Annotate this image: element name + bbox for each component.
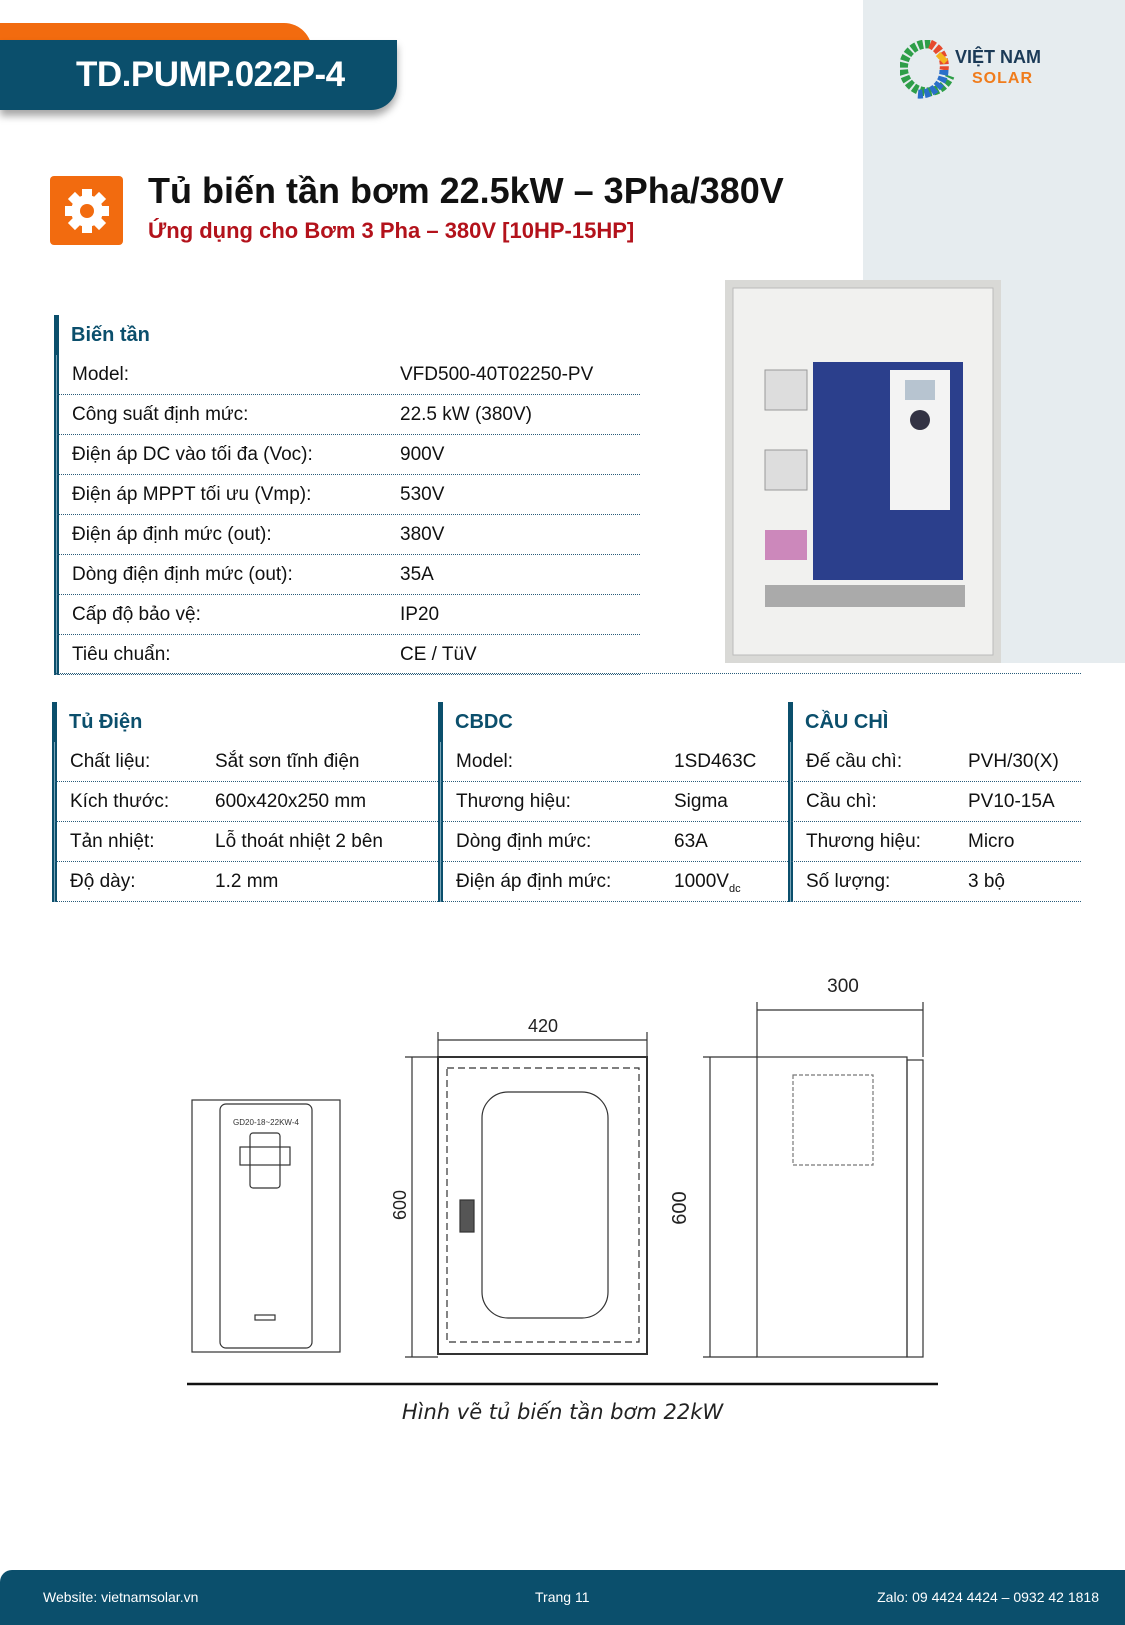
footer-page-number: Trang 11: [535, 1589, 590, 1605]
row-label: Công suất định mức:: [72, 404, 249, 425]
dim-height-front: 600: [390, 1190, 410, 1220]
row-label: Độ dày:: [70, 871, 136, 892]
row-label: Cấp độ bảo vệ:: [72, 604, 201, 625]
logo: VIỆT NAM SOLAR: [898, 39, 1080, 100]
row-value: PVH/30(X): [968, 751, 1059, 772]
section-bien-tan: Biến tần Model: VFD500-40T02250-PV Công su…: [54, 315, 640, 675]
table-row: Tản nhiệt: Lỗ thoát nhiệt 2 bên: [55, 822, 440, 862]
technical-drawing: GD20-18~22KW-4 420 600 300 600: [187, 976, 938, 1386]
row-label: Thương hiệu:: [456, 791, 571, 812]
row-value: Lỗ thoát nhiệt 2 bên: [215, 831, 383, 852]
section-heading: CẦU CHÌ: [805, 711, 889, 733]
row-label: Đế cầu chì:: [806, 751, 903, 772]
table-row: Điện áp DC vào tối đa (Voc): 900V: [57, 435, 640, 475]
logo-icon: [898, 39, 955, 99]
row-value: 22.5 kW (380V): [400, 404, 532, 425]
unit-subscript: dc: [728, 882, 741, 895]
row-label: Điện áp định mức:: [456, 871, 612, 892]
drawing-caption: Hình vẽ tủ biến tần bơm 22kW: [401, 1400, 724, 1424]
table-row: Thương hiệu: Micro: [791, 822, 1081, 862]
table-row: Điện áp định mức: 1000Vdc: [441, 862, 790, 902]
product-photo: [725, 280, 1001, 663]
table-row: Công suất định mức: 22.5 kW (380V): [57, 395, 640, 435]
dim-height-side: 600: [669, 1191, 691, 1224]
table-row: Dòng định mức: 63A: [441, 822, 790, 862]
row-value: Sắt sơn tĩnh điện: [215, 751, 360, 772]
table-row: Cầu chì: PV10-15A: [791, 782, 1081, 822]
divider: [54, 673, 1081, 674]
gear-icon: [50, 176, 123, 245]
row-label: Điện áp DC vào tối đa (Voc):: [72, 444, 313, 465]
row-label: Chất liệu:: [70, 751, 151, 772]
row-value: 35A: [400, 564, 434, 585]
row-label: Dòng định mức:: [456, 831, 592, 852]
table-row: Đế cầu chì: PVH/30(X): [791, 742, 1081, 782]
table-row: Điện áp MPPT tối ưu (Vmp): 530V: [57, 475, 640, 515]
section-cau-chi: CẦU CHÌ Đế cầu chì: PVH/30(X) Cầu chì: PV10…: [788, 702, 1081, 902]
table-row: Số lượng: 3 bộ: [791, 862, 1081, 902]
table-row: Thương hiệu: Sigma: [441, 782, 790, 822]
row-label: Điện áp định mức (out):: [72, 524, 272, 545]
section-heading: Tủ Điện: [69, 711, 143, 733]
dim-depth: 300: [827, 976, 859, 997]
page-subtitle: Ứng dụng cho Bơm 3 Pha – 380V [10HP-15HP…: [148, 218, 635, 243]
door-front-outline: [405, 1032, 648, 1358]
row-value: 600x420x250 mm: [215, 791, 367, 812]
row-label: Dòng điện định mức (out):: [72, 564, 293, 585]
table-row: Dòng điện định mức (out): 35A: [57, 555, 640, 595]
row-label: Model:: [456, 751, 514, 772]
row-value: CE / TüV: [400, 644, 477, 665]
row-label: Cầu chì:: [806, 791, 877, 812]
table-row: Model: 1SD463C: [441, 742, 790, 782]
row-value: Sigma: [674, 791, 728, 812]
table-row: Chất liệu: Sắt sơn tĩnh điện: [55, 742, 440, 782]
product-code-tab: TD.PUMP.022P-4: [0, 40, 397, 110]
row-label: Thương hiệu:: [806, 831, 921, 852]
row-label: Số lượng:: [806, 871, 891, 892]
table-row: Cấp độ bảo vệ: IP20: [57, 595, 640, 635]
row-value: Micro: [968, 831, 1015, 852]
row-value: 900V: [400, 444, 445, 465]
table-row: Độ dày: 1.2 mm: [55, 862, 440, 902]
row-value: PV10-15A: [968, 791, 1055, 812]
inverter-outline: [191, 1099, 341, 1353]
inverter-model-label: GD20-18~22KW-4: [233, 1118, 299, 1127]
product-code: TD.PUMP.022P-4: [76, 55, 345, 94]
row-value: 63A: [674, 831, 708, 852]
row-label: Tản nhiệt:: [70, 831, 155, 852]
row-value: 1.2 mm: [215, 871, 279, 892]
row-value: 1SD463C: [674, 751, 757, 772]
row-value: 3 bộ: [968, 871, 1005, 892]
dim-width: 420: [528, 1016, 558, 1036]
footer: Website: vietnamsolar.vn Trang 11 Zalo: …: [0, 1570, 1125, 1625]
page-title: Tủ biến tần bơm 22.5kW – 3Pha/380V: [148, 170, 784, 211]
table-row: Kích thước: 600x420x250 mm: [55, 782, 440, 822]
row-label: Kích thước:: [70, 791, 170, 812]
footer-website[interactable]: Website: vietnamsolar.vn: [43, 1589, 199, 1605]
row-value: 1000Vdc: [674, 871, 741, 895]
row-value: VFD500-40T02250-PV: [400, 364, 594, 385]
row-value: IP20: [400, 604, 440, 625]
row-value: 530V: [400, 484, 445, 505]
table-row: Model: VFD500-40T02250-PV: [57, 355, 640, 395]
row-label: Tiêu chuẩn:: [72, 644, 171, 665]
row-label: Model:: [72, 364, 130, 385]
section-heading: Biến tần: [71, 324, 150, 346]
footer-zalo: Zalo: 09 4424 4424 – 0932 42 1818: [877, 1589, 1099, 1605]
side-view-outline: [703, 1002, 924, 1358]
table-row: Điện áp định mức (out): 380V: [57, 515, 640, 555]
row-value: 380V: [400, 524, 445, 545]
section-heading: CBDC: [455, 711, 513, 733]
row-label: Điện áp MPPT tối ưu (Vmp):: [72, 484, 312, 505]
table-row: Tiêu chuẩn: CE / TüV: [57, 635, 640, 675]
